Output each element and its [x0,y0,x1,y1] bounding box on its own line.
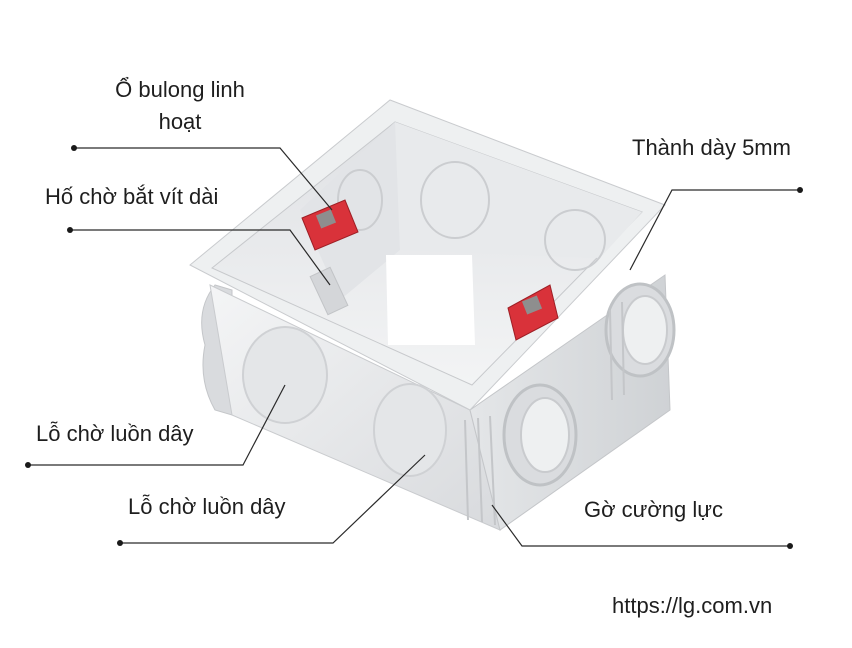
right-conduit-hole [502,383,578,487]
label-bolt-socket-line1: Ổ bulong linh [115,77,245,102]
inner-knockout [420,161,490,239]
inner-knockout [544,209,606,271]
label-bolt-socket: Ổ bulong linh hoạt [92,74,268,138]
leader-dot [67,227,73,233]
leader-bolt-socket [74,147,333,211]
leader-dot [117,540,123,546]
inner-back-right-wall [395,122,642,258]
leader-wall-thickness [629,189,800,271]
label-wall-thickness: Thành dày 5mm [632,135,791,160]
label-reinforced-rib: Gờ cường lực [584,497,724,522]
bolt-socket [301,199,359,251]
front-wire-knockout [242,326,328,424]
leader-lines [28,147,800,547]
leader-dots [25,145,803,549]
front-wire-knockout [373,383,447,477]
website-url: https://lg.com.vn [612,593,773,618]
leader-dot [71,145,77,151]
center-patch [386,255,475,345]
leader-wire-hole-left [28,384,286,466]
leader-dot [25,462,31,468]
label-bolt-socket-line2: hoạt [158,109,202,134]
leader-dot [787,543,793,549]
leader-reinforced-rib [491,504,790,547]
leader-wire-hole-front [120,454,426,544]
reinforcement-ribs [464,301,625,526]
junction-box [189,99,676,531]
right-conduit-hole [604,282,676,378]
leader-screw-hole [70,229,331,286]
bolt-socket [507,284,559,341]
label-screw-hole: Hố chờ bắt vít dài [45,184,219,209]
inner-knockout [337,169,383,231]
label-wire-hole-front: Lỗ chờ luồn dây [128,494,286,519]
leader-dot [797,187,803,193]
label-wire-hole-left: Lỗ chờ luồn dây [36,421,194,446]
